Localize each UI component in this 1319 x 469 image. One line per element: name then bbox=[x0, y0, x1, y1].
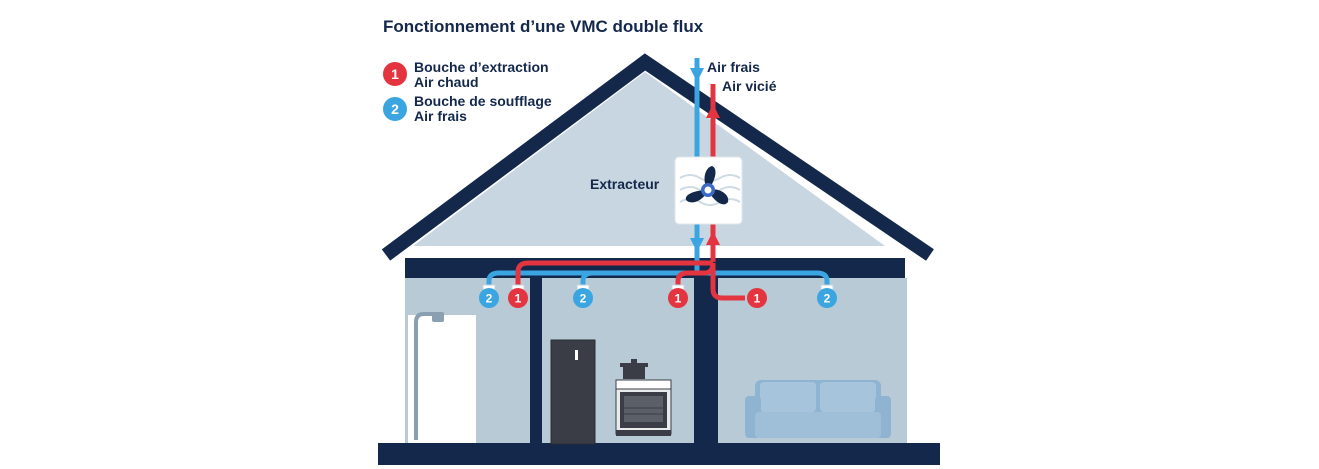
extractor-label: Extracteur bbox=[590, 176, 660, 192]
vent-badge-supply: 2 bbox=[573, 288, 593, 308]
diagram-title: Fonctionnement d’une VMC double flux bbox=[383, 17, 704, 36]
vent-badge-extraction: 1 bbox=[508, 288, 528, 308]
legend-label-line2: Air chaud bbox=[414, 74, 479, 90]
svg-text:1: 1 bbox=[754, 292, 761, 306]
extraction-badge-icon bbox=[383, 62, 407, 86]
oven-icon bbox=[615, 379, 672, 436]
svg-text:2: 2 bbox=[824, 292, 831, 306]
shower-icon bbox=[408, 312, 476, 443]
stale-air-label: Air vicié bbox=[722, 78, 777, 94]
fresh-air-arrow-icon bbox=[690, 238, 704, 252]
legend-badge-number: 2 bbox=[391, 101, 399, 117]
sofa-icon bbox=[745, 380, 891, 438]
svg-text:1: 1 bbox=[515, 292, 522, 306]
svg-text:2: 2 bbox=[486, 292, 493, 306]
fresh-air-arrow-icon bbox=[690, 68, 704, 82]
stale-air-arrow-icon bbox=[706, 231, 720, 245]
pot-icon bbox=[620, 359, 648, 379]
svg-text:1: 1 bbox=[675, 292, 682, 306]
legend-label-line2: Air frais bbox=[414, 108, 467, 124]
legend-label-line1: Bouche de soufflage bbox=[414, 93, 552, 109]
interior-wall-left bbox=[530, 278, 542, 445]
stale-air-arrow-icon bbox=[706, 104, 720, 118]
interior-wall-right bbox=[694, 278, 718, 445]
legend: 1 Bouche d’extraction Air chaud 2 Bouche… bbox=[383, 59, 552, 124]
vent-badge-extraction: 1 bbox=[668, 288, 688, 308]
vent-badge-supply: 2 bbox=[479, 288, 499, 308]
svg-text:2: 2 bbox=[580, 292, 587, 306]
supply-badge-icon bbox=[383, 97, 407, 121]
vent-badge-supply: 2 bbox=[817, 288, 837, 308]
stale-air-ducts bbox=[515, 84, 745, 301]
legend-badge-number: 1 bbox=[391, 66, 399, 82]
vent-caps bbox=[482, 284, 834, 291]
vent-badge-extraction: 1 bbox=[747, 288, 767, 308]
legend-item-extraction: 1 Bouche d’extraction Air chaud bbox=[383, 59, 549, 90]
fresh-air-label: Air frais bbox=[707, 59, 760, 75]
legend-label-line1: Bouche d’extraction bbox=[414, 59, 549, 75]
floor bbox=[378, 443, 940, 465]
fan-icon bbox=[685, 166, 729, 205]
legend-item-supply: 2 Bouche de soufflage Air frais bbox=[383, 93, 552, 124]
fridge-icon bbox=[550, 339, 596, 445]
roof bbox=[381, 53, 934, 261]
attic-area bbox=[413, 72, 885, 246]
